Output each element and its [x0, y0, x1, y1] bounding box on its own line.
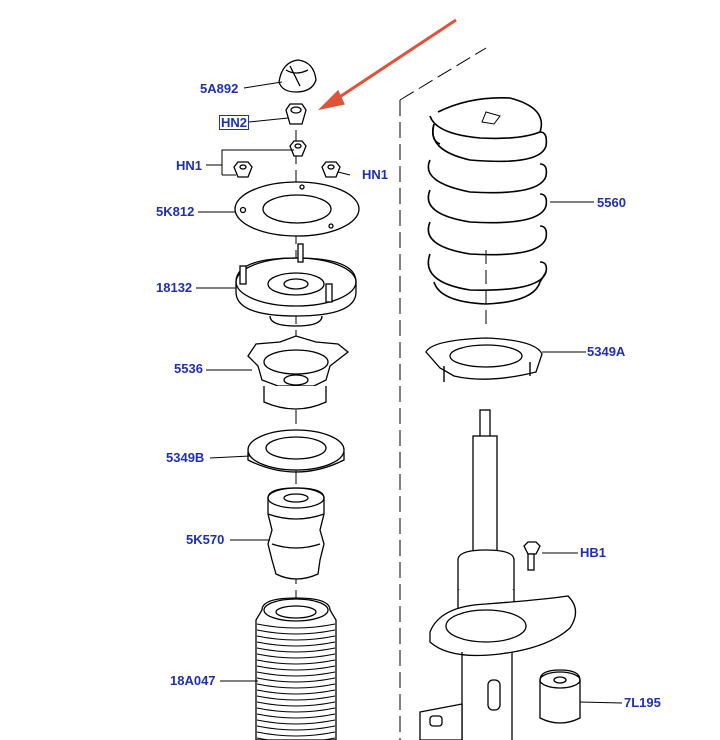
boot-ring	[256, 695, 336, 701]
nut-hn1-right	[321, 161, 341, 178]
boot-ring	[256, 713, 336, 719]
label-hn1-right: HN1	[362, 167, 389, 182]
spring-pad-part	[425, 337, 543, 382]
nut-hn1-center	[289, 140, 307, 157]
boot-ring	[256, 647, 336, 653]
boot-ring	[256, 671, 336, 677]
coil-spring-part	[427, 96, 548, 305]
label-5349a: 5349A	[587, 344, 626, 359]
hn1-bracket	[206, 149, 294, 166]
boot-ring	[256, 725, 336, 731]
boot-ring	[256, 665, 336, 671]
boot-ring	[256, 635, 336, 641]
nut-hn1-left	[233, 161, 253, 178]
group-outline-top	[399, 47, 487, 101]
boot-ring	[256, 677, 336, 683]
bolt-part	[523, 541, 541, 571]
bump-stop-part	[267, 487, 325, 580]
boot-ring	[256, 707, 336, 713]
label-5a892: 5A892	[200, 81, 239, 96]
label-7l195: 7L195	[624, 695, 661, 710]
mount-plate-part	[234, 181, 360, 237]
boot-ring	[256, 623, 336, 629]
label-5k812: 5K812	[156, 204, 195, 219]
dust-boot-part	[255, 597, 337, 740]
boot-ring	[256, 719, 336, 725]
label-5k570: 5K570	[186, 532, 225, 547]
nut-hn2	[285, 103, 307, 125]
label-hn1-left: HN1	[176, 158, 203, 173]
cap-part	[278, 59, 317, 93]
lower-insulator-part	[247, 429, 345, 473]
boot-ring	[256, 659, 336, 665]
label-18132: 18132	[156, 280, 193, 295]
label-5349b: 5349B	[166, 450, 205, 465]
leader-lines	[196, 81, 623, 704]
label-hb1: HB1	[580, 545, 607, 560]
boot-ring	[256, 689, 336, 695]
boot-ring	[256, 641, 336, 647]
top-mount-part	[235, 243, 357, 327]
bushing-part	[539, 669, 581, 724]
label-hn2: HN2	[219, 115, 250, 130]
label-18a047: 18A047	[170, 673, 216, 688]
boot-ring	[256, 701, 336, 707]
strut-part	[419, 409, 577, 740]
label-5536: 5536	[174, 361, 203, 376]
boot-ring	[256, 629, 336, 635]
boot-ring	[256, 653, 336, 659]
boot-ring	[256, 731, 336, 737]
label-5560: 5560	[597, 195, 626, 210]
boot-ring	[256, 683, 336, 689]
boot-ring	[256, 737, 336, 740]
spring-seat-part	[247, 335, 350, 410]
highlight-arrow	[318, 18, 457, 111]
